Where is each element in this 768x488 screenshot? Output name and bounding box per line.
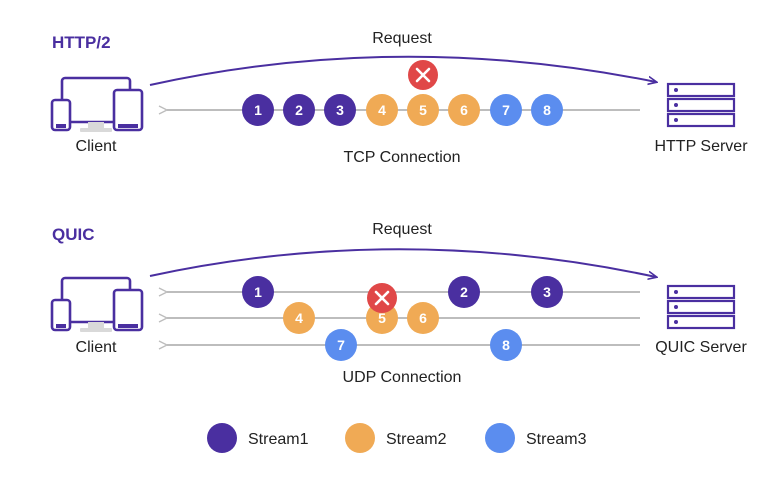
http2-packet: 4 [366,94,398,126]
http2-packet-label: 1 [254,102,262,118]
http2-packet-2-dot [283,94,315,126]
legend-swatch-stream1 [207,423,237,453]
quic-packet-7-dot [325,329,357,361]
http2-packet: 1 [242,94,274,126]
quic-packet-6-dot [407,302,439,334]
quic-packet-2-dot [448,276,480,308]
tcp-connection-label: TCP Connection [343,149,460,166]
legend-label: Stream1 [248,431,309,448]
quic-title: QUIC [52,225,95,244]
http2-client-label: Client [76,138,117,155]
quic-request-label: Request [372,221,432,238]
quic-packet-label: 4 [295,310,303,326]
legend-item-stream1: Stream1 [207,423,309,453]
quic-section: QUIC Request Client QUIC Server 1 2 3 4 … [50,221,747,386]
legend-label: Stream3 [526,431,587,448]
legend: Stream1 Stream2 Stream3 [207,423,587,453]
http2-packet: 2 [283,94,315,126]
quic-packet: 6 [407,302,439,334]
quic-packet-4-dot [283,302,315,334]
quic-packet: 4 [283,302,315,334]
http2-request-arrow [149,55,656,86]
http2-section: HTTP/2 Request Client HTTP Server 1 2 3 … [50,30,748,166]
http2-packet-label: 8 [543,102,551,118]
quic-server-label: QUIC Server [655,339,747,356]
udp-connection-label: UDP Connection [343,369,462,386]
quic-packet: 3 [531,276,563,308]
http2-packet: 6 [448,94,480,126]
legend-item-stream3: Stream3 [485,423,587,453]
quic-packet: 1 [242,276,274,308]
http2-packets: 1 2 3 4 5 6 7 8 [242,94,563,126]
http2-packet-label: 5 [419,102,427,118]
http2-packet-8-dot [531,94,563,126]
quic-packet-1-dot [242,276,274,308]
legend-swatch-stream3 [485,423,515,453]
quic-client-devices-icon [50,276,144,334]
quic-packet-label: 8 [502,337,510,353]
http2-packet-label: 7 [502,102,510,118]
http2-packet: 8 [531,94,563,126]
quic-packet-label: 3 [543,284,551,300]
quic-server-rack-icon [666,284,736,330]
legend-item-stream2: Stream2 [345,423,447,453]
quic-packet: 8 [490,329,522,361]
http2-loss-close-icon [408,60,438,90]
http2-packet-3-dot [324,94,356,126]
legend-label: Stream2 [386,431,447,448]
quic-request-arrow [149,248,656,277]
http2-packet-label: 3 [336,102,344,118]
quic-loss-close-icon [367,283,397,313]
http2-packet-5-dot [407,94,439,126]
http2-packet: 3 [324,94,356,126]
legend-swatch-stream2 [345,423,375,453]
quic-packet-label: 6 [419,310,427,326]
http2-packet-1-dot [242,94,274,126]
http2-packet: 7 [490,94,522,126]
http2-packet-6-dot [448,94,480,126]
http2-request-label: Request [372,30,432,47]
quic-packet-label: 7 [337,337,345,353]
quic-packet-3-dot [531,276,563,308]
quic-packet-label: 5 [378,310,386,326]
http2-packet-label: 2 [295,102,303,118]
http2-packet-4-dot [366,94,398,126]
http2-packet-label: 4 [378,102,386,118]
http2-packet-label: 6 [460,102,468,118]
quic-packet-label: 1 [254,284,262,300]
quic-client-label: Client [76,339,117,356]
quic-packet-label: 2 [460,284,468,300]
quic-packet-8-dot [490,329,522,361]
http2-client-devices-icon [50,76,144,134]
quic-packet: 2 [448,276,480,308]
http2-server-label: HTTP Server [654,138,748,155]
http2-server-rack-icon [666,82,736,128]
quic-packet: 7 [325,329,357,361]
http2-packet: 5 [407,94,439,126]
http2-packet-7-dot [490,94,522,126]
http2-title: HTTP/2 [52,33,111,52]
